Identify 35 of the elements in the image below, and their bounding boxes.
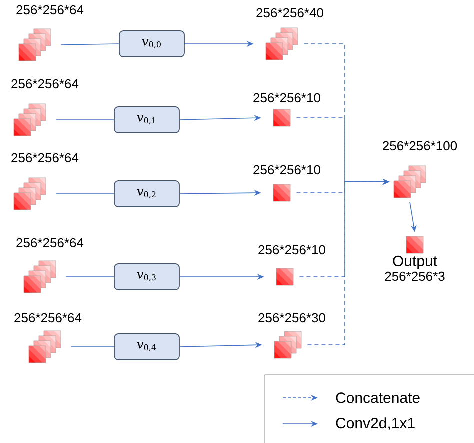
feature-map-stack: 256*256*10 <box>254 165 320 202</box>
process-box: v$_{0,2}$ <box>114 180 180 208</box>
connector-line <box>66 276 114 278</box>
feature-map-stack: 256*256*64 <box>12 153 79 210</box>
connector-line <box>70 346 114 348</box>
node-label: 256*256*3 <box>385 272 445 282</box>
process-box: v$_{0,3}$ <box>114 264 180 290</box>
node-label: 256*256*10 <box>254 93 320 103</box>
process-box: v$_{0,0}$ <box>119 30 185 58</box>
node-label: 256*256*10 <box>254 165 320 175</box>
node-label: 256*256*64 <box>14 313 82 323</box>
legend-label: Conv2d,1x1 <box>336 418 415 430</box>
node-label: Output <box>393 256 438 270</box>
feature-map-stack: 256*256*100 <box>383 141 458 198</box>
node-label: 256*256*64 <box>12 153 79 163</box>
node-label: 256*256*10 <box>258 245 326 255</box>
node-label: 256*256*40 <box>256 8 324 18</box>
process-box: v$_{0,1}$ <box>114 106 180 134</box>
node-label: 256*256*30 <box>258 313 326 323</box>
connector-line <box>60 44 120 46</box>
node-label: 256*256*100 <box>383 141 458 151</box>
process-box: v$_{0,4}$ <box>114 334 180 360</box>
feature-map-stack: 256*256*30 <box>258 313 326 359</box>
feature-map-stack: 256*256*64 <box>16 238 84 294</box>
feature-map-stack: Output 256*256*3 <box>385 236 445 282</box>
feature-map-stack: 256*256*64 <box>12 79 79 136</box>
legend-label: Concatenate <box>336 392 420 404</box>
node-label: 256*256*64 <box>16 5 84 15</box>
node-label: 256*256*64 <box>12 79 79 89</box>
feature-map-stack: 256*256*10 <box>258 245 326 286</box>
feature-map-stack: 256*256*10 <box>254 93 320 127</box>
feature-map-stack: 256*256*64 <box>14 313 82 364</box>
feature-map-stack: 256*256*64 <box>16 5 84 62</box>
node-label: 256*256*64 <box>16 238 84 248</box>
feature-map-stack: 256*256*40 <box>256 8 324 60</box>
